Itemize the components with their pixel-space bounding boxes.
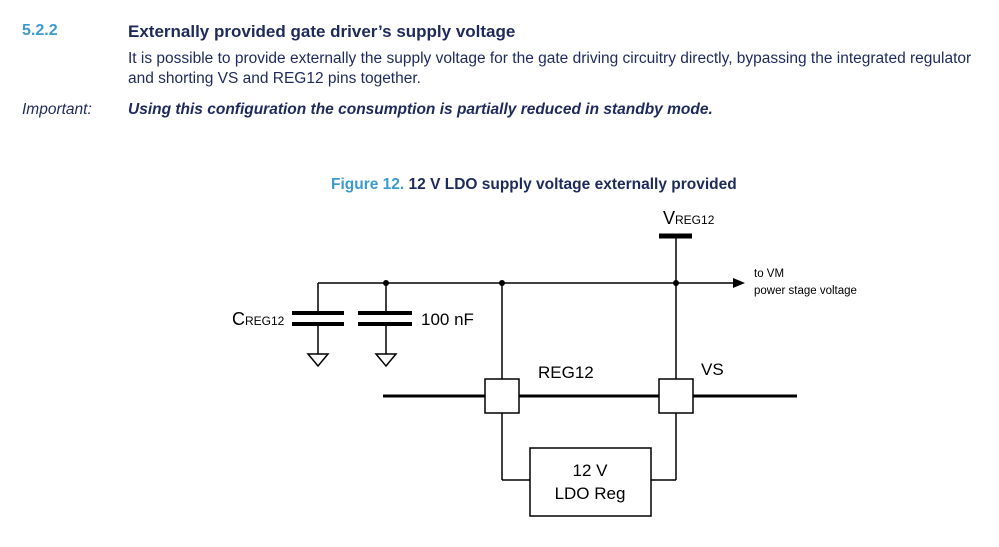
- creg-ground-symbol: [306, 353, 330, 368]
- reg12-pin-label: REG12: [538, 363, 594, 382]
- rail-arrowhead: [733, 278, 745, 288]
- figure-number: Figure 12.: [331, 176, 405, 193]
- cap-value-label: 100 nF: [421, 310, 474, 329]
- important-text: Using this configuration the consumption…: [128, 101, 713, 118]
- ldo-label-line1: 12 V: [573, 461, 609, 480]
- section-body: It is possible to provide externally the…: [128, 50, 972, 87]
- section-number: 5.2.2: [22, 22, 58, 39]
- figure-caption: Figure 12. 12 V LDO supply voltage exter…: [331, 176, 737, 194]
- creg12-label: CREG12: [232, 309, 285, 329]
- vs-pin: [658, 378, 694, 414]
- junction-dot-cap100: [383, 280, 389, 286]
- ldo-regulator-box: [529, 447, 652, 517]
- cap100-ground-symbol: [374, 353, 398, 368]
- important-label: Important:: [22, 101, 92, 118]
- ldo-label-line2: LDO Reg: [555, 484, 626, 503]
- power-stage-label: power stage voltage: [754, 285, 857, 297]
- figure-title: 12 V LDO supply voltage externally provi…: [408, 176, 737, 193]
- junction-dot-vs: [673, 280, 679, 286]
- section-title: Externally provided gate driver’s supply…: [128, 22, 516, 41]
- to-vm-label: to VM: [754, 268, 784, 280]
- vs-pin-label: VS: [701, 360, 724, 379]
- junction-dot-reg12: [499, 280, 505, 286]
- vreg12-label: VREG12: [663, 208, 715, 228]
- reg12-pin: [484, 378, 520, 414]
